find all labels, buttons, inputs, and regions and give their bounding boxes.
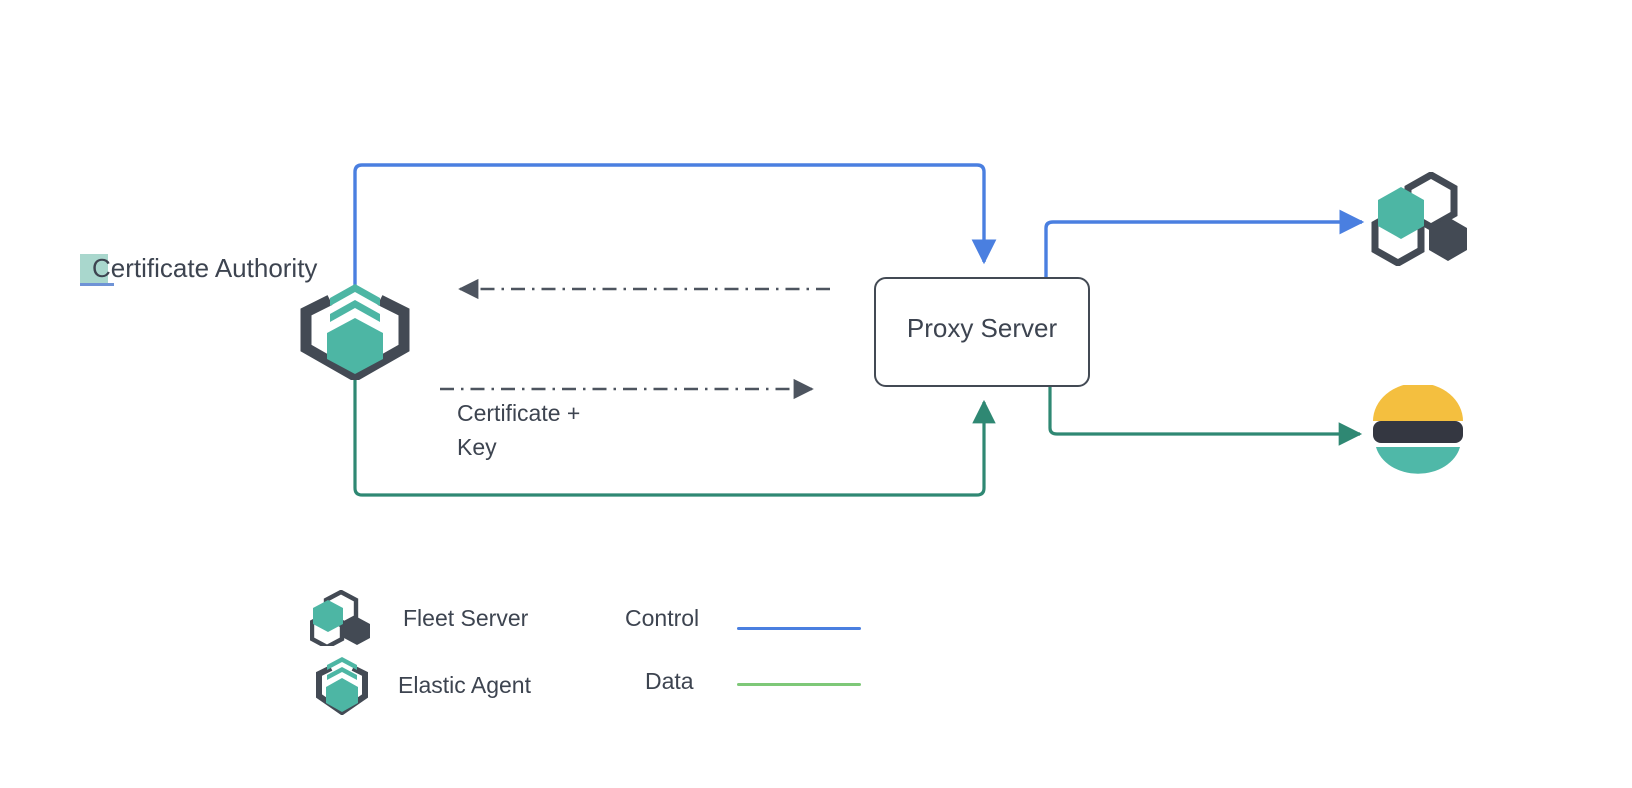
certificate-authority-label: Certificate Authority <box>92 253 318 283</box>
legend-line-data-label: Data <box>645 668 694 694</box>
legend-elastic-agent-icon <box>316 657 368 715</box>
legend-item-elastic-agent-label: Elastic Agent <box>398 672 531 698</box>
text-selection-highlight <box>80 254 108 284</box>
edge-proxy-to-elasticsearch-data <box>1048 387 1363 446</box>
edge-ca-to-proxy-data <box>353 378 996 497</box>
certificate-key-edge-label: Certificate + Key <box>457 400 581 461</box>
edge-ca-to-proxy-control <box>353 163 997 285</box>
fleet-server-icon <box>1371 172 1467 266</box>
legend-item-fleet-server-label: Fleet Server <box>403 605 529 631</box>
elastic-agent-icon <box>300 284 410 380</box>
edge-proxy-to-fleet-control <box>1044 209 1365 277</box>
legend-fleet-server-icon <box>310 590 370 646</box>
elasticsearch-icon <box>1373 385 1463 474</box>
legend-line-data-swatch <box>737 683 861 686</box>
text-selection-underline <box>80 283 114 286</box>
legend-line-control-label: Control <box>625 605 700 631</box>
proxy-server-node <box>874 277 1090 387</box>
legend-line-control-swatch <box>737 627 861 630</box>
proxy-server-label: Proxy Server <box>906 313 1058 343</box>
